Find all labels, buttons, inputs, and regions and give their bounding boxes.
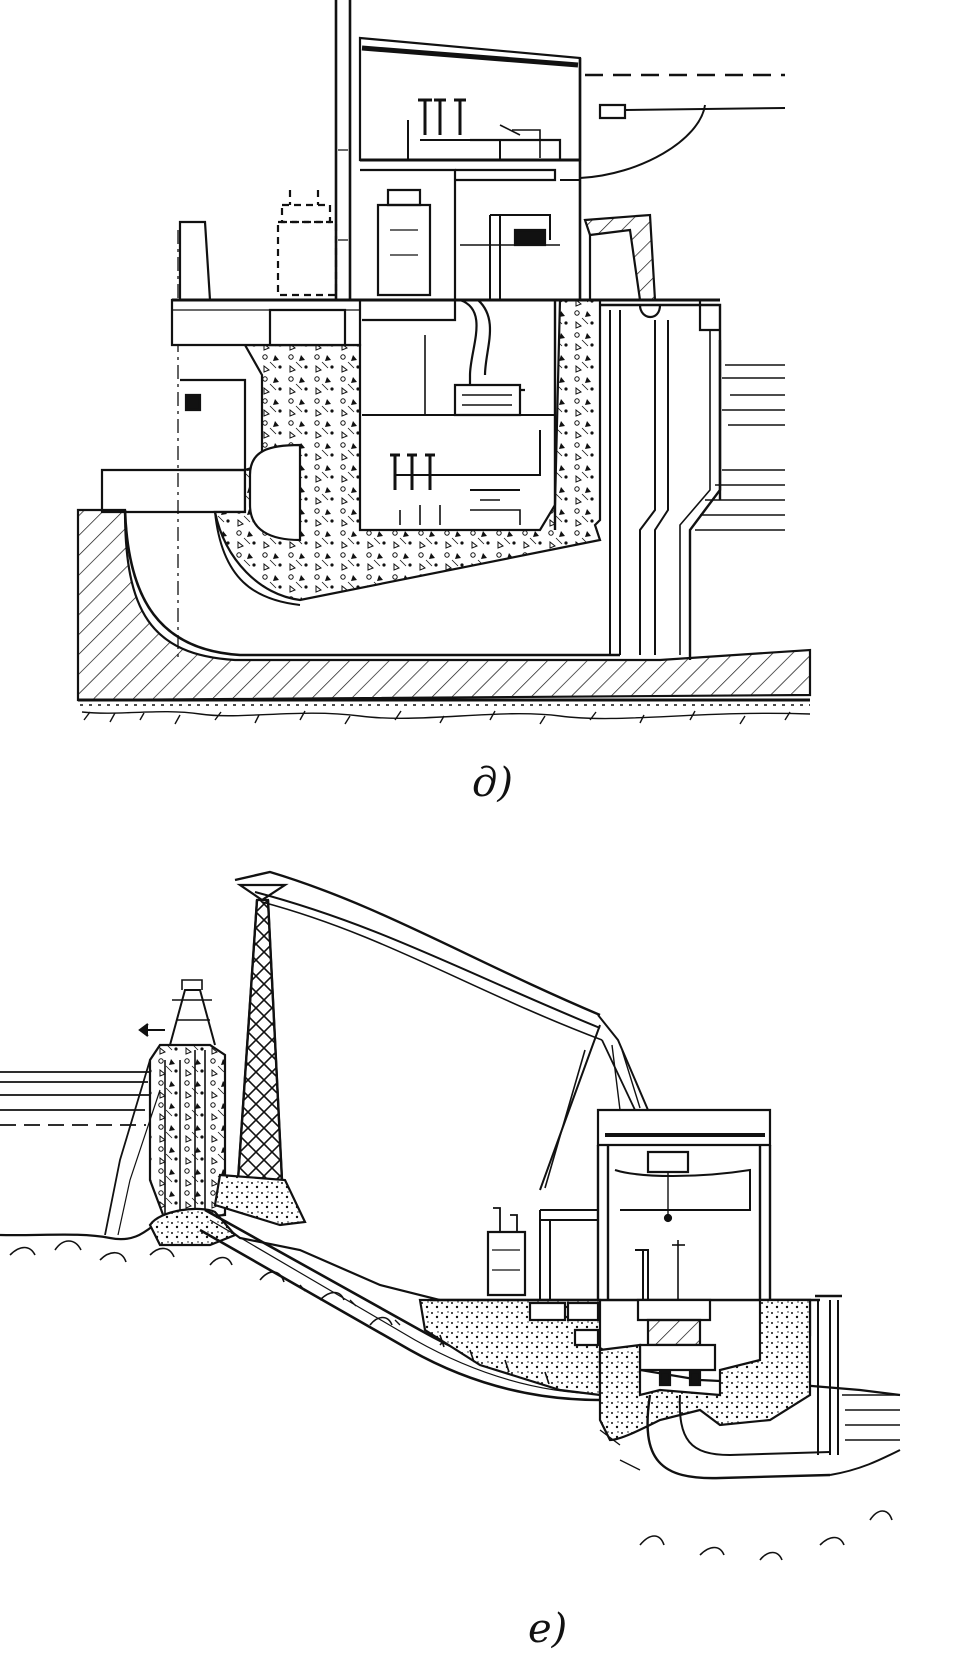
transformer	[488, 1208, 525, 1295]
figure-label-d: д)	[472, 760, 513, 806]
anchor-block	[215, 1175, 305, 1225]
concrete-mass	[215, 300, 600, 600]
building-wall	[336, 0, 350, 300]
draft-tube	[125, 510, 620, 655]
gantry-left	[180, 222, 210, 300]
transformer-outdoor	[278, 190, 336, 295]
intake-gate-shaft	[600, 300, 720, 660]
generator-unit	[425, 300, 525, 415]
dam-base	[150, 1209, 235, 1245]
reservoir-water	[0, 1072, 150, 1125]
draft-tube-e	[648, 1395, 830, 1478]
dam	[105, 980, 225, 1235]
foundation-hatched	[78, 510, 810, 724]
crane	[648, 1152, 688, 1172]
transmission-line-lower	[580, 105, 705, 178]
powerhouse	[540, 1110, 770, 1300]
transformer-indoor	[378, 190, 430, 295]
switchgear-upper	[408, 100, 560, 160]
insulator	[600, 105, 625, 118]
figure-label-e: е)	[528, 1606, 568, 1652]
diagram-powerhouse-section-d	[78, 0, 810, 724]
gate-hoist	[585, 215, 655, 300]
turbine-apparatus	[390, 430, 540, 525]
headwater	[695, 340, 785, 530]
tailrace-outlet	[102, 470, 245, 512]
tailrace	[815, 1296, 900, 1455]
lattice-tower	[238, 885, 285, 1180]
transmission-bridge	[235, 872, 648, 1190]
diagram-diversion-plant-e	[0, 872, 900, 1560]
